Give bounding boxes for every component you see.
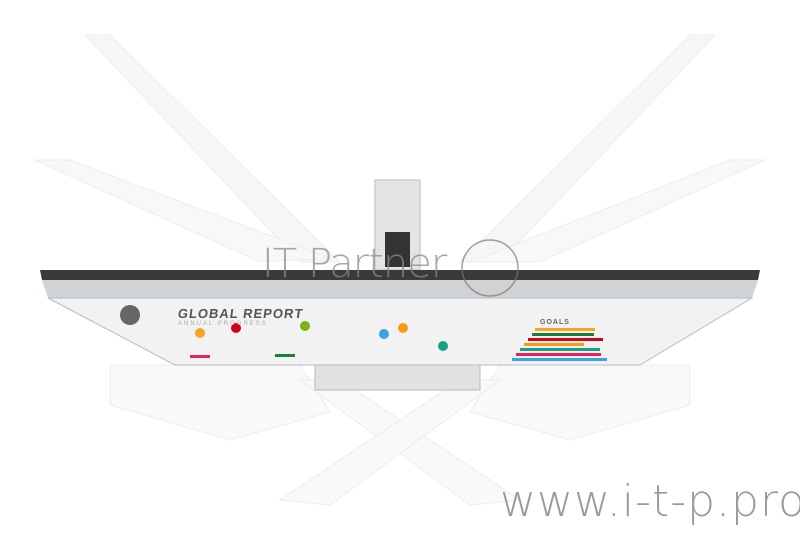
goal-bar [516,353,601,356]
map-pin [379,329,389,339]
goal-bar [512,358,607,361]
map-pin [275,354,295,357]
map-pin [231,323,241,333]
goal-bar [535,328,595,331]
map-pin [398,323,408,333]
goal-bar [528,338,603,341]
stand-neck-slot [385,232,410,267]
goal-bar [520,348,600,351]
stand-base [314,364,481,391]
ghost-monitors [34,34,766,506]
screen-subtitle: ANNUAL PROGRESS [178,321,268,327]
logo-swoosh-icon [461,239,519,297]
screen-goals-label: GOALS [540,319,570,326]
map-pin [438,341,448,351]
map-pin [195,328,205,338]
ghost-monitor-mid-right [469,159,766,263]
ghost-monitor-bottom-right [278,379,502,506]
goals-bars [512,328,607,361]
ghost-monitor-upper-left [83,34,342,263]
goal-bar [524,343,584,346]
goal-bar [532,333,594,336]
ghost-monitor-lower-left [109,364,331,441]
monitor-toolbar [42,280,758,298]
map-pins [190,321,448,358]
watermark-logo: IT Partner [262,241,447,287]
ghost-monitor-upper-right [458,34,717,263]
globe-icon [120,305,140,325]
screen-title: GLOBAL REPORT [176,306,305,321]
monitor-top-bezel [40,270,760,280]
ghost-monitor-lower-right [469,364,691,441]
map-pin [300,321,310,331]
map-pin [190,355,210,358]
ghost-monitor-mid-left [34,159,331,263]
watermark-url: www.i-t-p.pro [500,476,800,527]
